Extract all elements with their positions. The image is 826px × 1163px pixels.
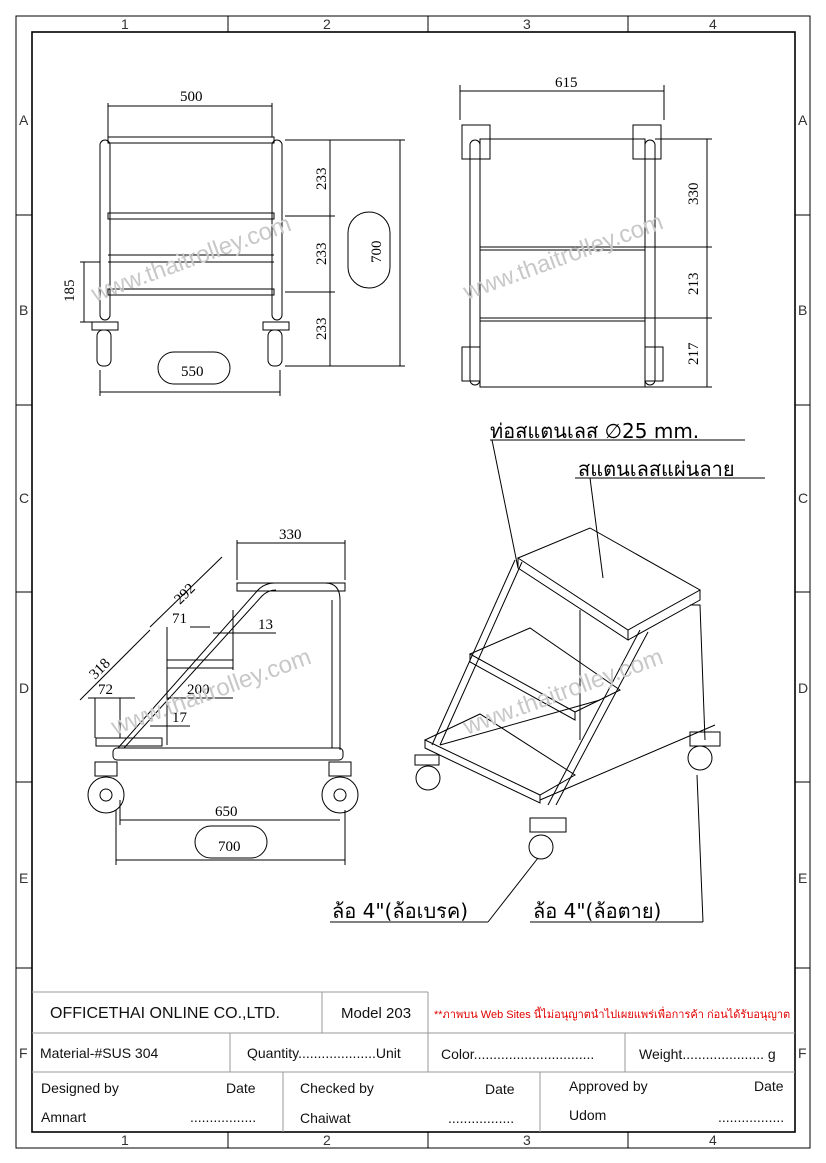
col-mark: 3 bbox=[523, 1132, 531, 1148]
color: Color............................... bbox=[441, 1046, 595, 1062]
designed-by: Amnart bbox=[41, 1109, 87, 1125]
side-view: 615 330 213 217 bbox=[459, 75, 712, 388]
row-mark: E bbox=[19, 870, 28, 886]
dim-height: 700 bbox=[369, 241, 385, 264]
front-view: 500 233 233 233 700 185 550 bbox=[62, 89, 405, 396]
dim-low-section: 217 bbox=[686, 342, 702, 365]
row-mark: B bbox=[798, 302, 807, 318]
dim-shelf-2: 233 bbox=[314, 243, 330, 266]
dim-shelf-3: 233 bbox=[314, 318, 330, 341]
col-mark: 4 bbox=[709, 1132, 717, 1148]
title-block-grid bbox=[32, 991, 795, 1132]
dim-shelf-1: 233 bbox=[314, 168, 330, 191]
col-mark: 1 bbox=[121, 16, 129, 32]
weight: Weight..................... g bbox=[639, 1046, 776, 1062]
inner-border bbox=[31, 31, 796, 1133]
callout-plate: สแตนเลสแผ่นลาย bbox=[578, 457, 735, 481]
row-mark: F bbox=[19, 1045, 28, 1061]
row-mark: D bbox=[798, 680, 808, 696]
dim-13: 13 bbox=[258, 617, 273, 633]
watermark: www.thaitrolley.com bbox=[87, 210, 295, 308]
dim-mid-section: 213 bbox=[686, 273, 702, 296]
approved-by-label: Approved by bbox=[569, 1078, 648, 1094]
checked-by: Chaiwat bbox=[300, 1110, 351, 1126]
col-mark: 3 bbox=[523, 16, 531, 32]
row-mark: F bbox=[798, 1045, 807, 1061]
approved-by: Udom bbox=[569, 1107, 607, 1123]
dim-17: 17 bbox=[172, 710, 188, 726]
callout-tube: ท่อสแตนเลส ∅25 mm. bbox=[490, 419, 699, 443]
outer-border bbox=[15, 15, 811, 1149]
dim-bottom: 185 bbox=[62, 280, 78, 303]
date-label: Date bbox=[485, 1081, 515, 1097]
quantity: Quantity....................Unit bbox=[247, 1045, 401, 1061]
date-label: Date bbox=[226, 1080, 256, 1096]
col-mark: 2 bbox=[323, 16, 331, 32]
checked-by-label: Checked by bbox=[300, 1080, 374, 1096]
model-number: Model 203 bbox=[341, 1005, 412, 1022]
dim-650: 650 bbox=[215, 804, 238, 820]
material: Material-#SUS 304 bbox=[40, 1045, 159, 1061]
row-mark: B bbox=[19, 302, 28, 318]
dim-lower-diag: 318 bbox=[87, 656, 114, 683]
dim-72: 72 bbox=[98, 682, 113, 698]
row-mark: C bbox=[798, 490, 808, 506]
dim-width: 500 bbox=[180, 89, 203, 105]
isometric-view: ท่อสแตนเลส ∅25 mm. สแตนเลสแผ่นลาย ล้อ 4"… bbox=[330, 419, 765, 923]
row-marks-right: A B C D E F bbox=[798, 112, 808, 1061]
callout-wheel-fixed: ล้อ 4"(ล้อตาย) bbox=[533, 899, 661, 923]
watermark: www.thaitrolley.com bbox=[459, 208, 667, 306]
col-mark: 4 bbox=[709, 16, 717, 32]
dim-depth: 615 bbox=[555, 75, 578, 91]
designed-by-label: Designed by bbox=[41, 1080, 119, 1096]
callout-wheel-brake: ล้อ 4"(ล้อเบรค) bbox=[332, 899, 468, 923]
dim-700: 700 bbox=[218, 839, 241, 855]
date-value: ................. bbox=[190, 1109, 257, 1125]
dim-top-depth: 330 bbox=[279, 527, 302, 543]
date-value: ................. bbox=[718, 1109, 785, 1125]
row-marks-left: A B C D E F bbox=[19, 112, 29, 1061]
row-mark: A bbox=[19, 112, 29, 128]
col-mark: 2 bbox=[323, 1132, 331, 1148]
copyright-notice: **ภาพบน Web Sites นี้ไม่อนุญาตนำไปเผยแพร… bbox=[434, 1009, 791, 1021]
watermark: www.thaitrolley.com bbox=[107, 643, 315, 741]
row-mark: D bbox=[19, 680, 29, 696]
leader-lines bbox=[330, 439, 765, 923]
row-mark: A bbox=[798, 112, 808, 128]
dim-71: 71 bbox=[172, 611, 187, 627]
watermark: www.thaitrolley.com bbox=[459, 643, 667, 741]
row-mark: E bbox=[798, 870, 807, 886]
col-mark: 1 bbox=[121, 1132, 129, 1148]
dim-wheelbase: 550 bbox=[181, 364, 204, 380]
dim-top-section: 330 bbox=[686, 183, 702, 206]
date-label: Date bbox=[754, 1078, 784, 1094]
dim-upper-diag: 292 bbox=[172, 581, 199, 608]
profile-view: 330 292 71 13 318 72 200 17 650 700 bbox=[79, 527, 359, 865]
company-name: OFFICETHAI ONLINE CO.,LTD. bbox=[50, 1005, 280, 1022]
dim-200: 200 bbox=[187, 682, 210, 698]
grid-ticks bbox=[16, 16, 810, 1148]
date-value: ................. bbox=[448, 1110, 515, 1126]
row-mark: C bbox=[19, 490, 29, 506]
